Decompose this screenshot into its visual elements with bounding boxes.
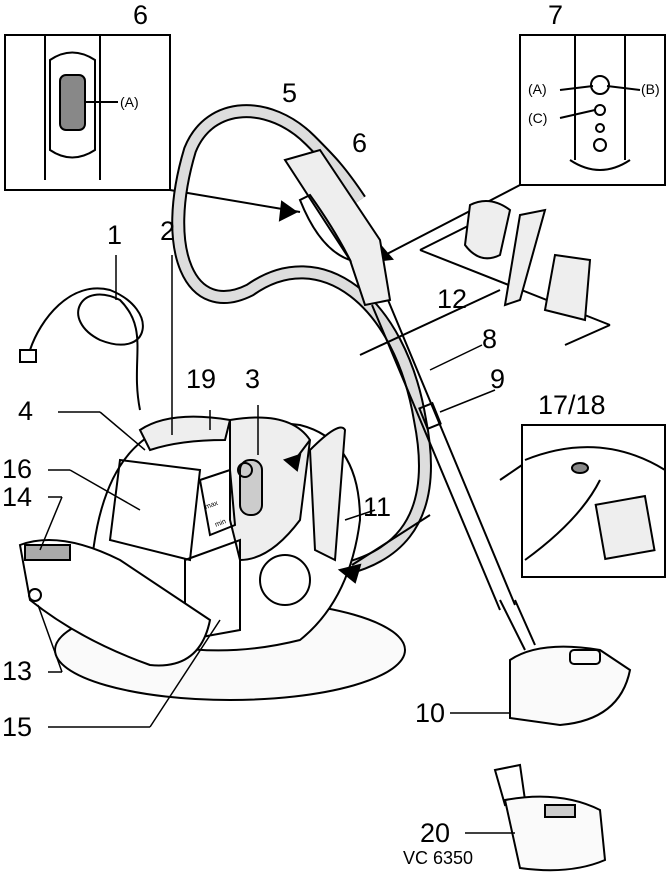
label-12: 12 <box>437 286 467 313</box>
label-19: 19 <box>186 366 216 393</box>
label-20: 20 <box>420 820 450 847</box>
label-7-inset: 7 <box>548 2 563 29</box>
label-14: 14 <box>2 484 32 511</box>
label-17-18: 17/18 <box>538 392 606 419</box>
label-8: 8 <box>482 326 497 353</box>
label-6-inset: 6 <box>133 2 148 29</box>
label-4: 4 <box>18 398 33 425</box>
label-inset-right-a: (A) <box>528 82 547 96</box>
handle-slider-illustration <box>45 35 118 180</box>
floor-nozzle-illustration <box>500 600 630 725</box>
label-16: 16 <box>2 456 32 483</box>
inset-left-box <box>5 35 170 190</box>
label-5: 5 <box>282 80 297 107</box>
label-2: 2 <box>160 218 175 245</box>
turbo-nozzle-illustration <box>495 765 605 870</box>
label-15: 15 <box>2 714 32 741</box>
label-11: 11 <box>363 494 391 521</box>
label-10: 10 <box>415 700 445 727</box>
label-inset-right-b: (B) <box>641 82 660 96</box>
label-inset-right-c: (C) <box>528 111 547 125</box>
handle-buttons-illustration <box>560 35 640 170</box>
model-number: VC 6350 <box>403 849 473 867</box>
label-3: 3 <box>245 366 260 393</box>
label-9: 9 <box>490 366 505 393</box>
label-6: 6 <box>352 130 367 157</box>
label-13: 13 <box>2 658 32 685</box>
power-cord-illustration <box>30 288 143 410</box>
filter-illustration <box>525 447 665 560</box>
label-inset-left-a: (A) <box>120 95 139 109</box>
label-1: 1 <box>107 222 122 249</box>
vacuum-body-illustration <box>20 417 405 700</box>
